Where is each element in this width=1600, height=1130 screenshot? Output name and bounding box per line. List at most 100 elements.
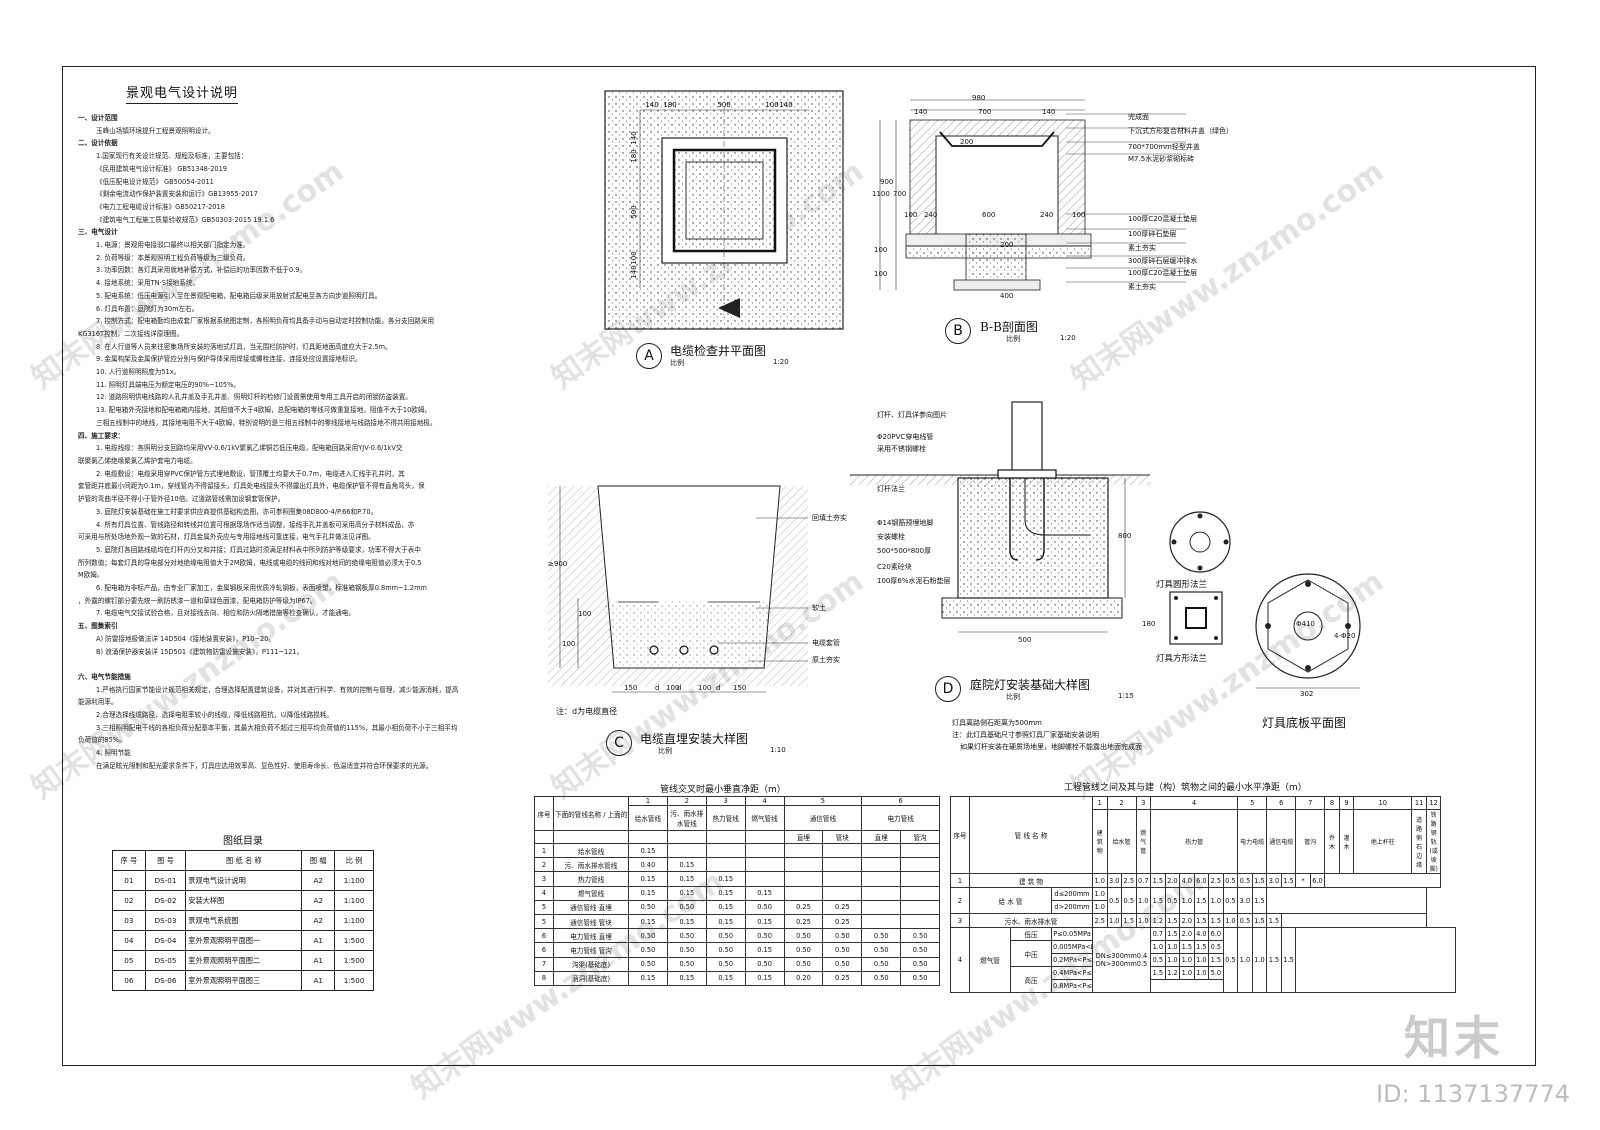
note-line: 护管的弯曲半径不得小于管外径10倍。过道路管线需加设钢套管保护。 [78, 495, 285, 504]
t1-cell [900, 899, 940, 915]
callout-label: d [677, 684, 682, 692]
note-line: 《剩余电流动作保护装置安装和运行》GB13955-2017 [96, 190, 258, 199]
t1-cell: 涵洞(基础底) [553, 970, 629, 986]
drawing-frame [62, 66, 1536, 1066]
t2-label: 给 水 管 [969, 887, 1052, 914]
t2-cell: 1.5 [1193, 913, 1210, 928]
drawing-c-title: 电缆直埋安装大样图 [640, 732, 749, 746]
callout-label: 200 [1000, 241, 1014, 249]
index-cell: 06 [112, 970, 146, 991]
t1-cell: 0.50 [628, 928, 668, 944]
index-cell: A1 [301, 970, 336, 991]
note-line: 能源利用率。 [78, 698, 118, 707]
t1-cell: 0.50 [861, 928, 902, 944]
note-line: 套管距井底最小间距为0.1m，穿线管内不得留接头，灯具处电线接头不得露出灯具外，… [78, 482, 425, 491]
t1-cell: 0.50 [705, 942, 746, 958]
base-plate-dim-bolt: 4-Φ20 [1334, 632, 1356, 640]
index-cell: DS-03 [144, 910, 187, 931]
index-cell: 1:100 [334, 890, 374, 911]
note-line: 2.合理选择线缆路径，选择电阻率较小的线缆，降低线路阻抗，以降低线路损耗。 [96, 711, 334, 720]
callout-label: 700 [978, 108, 992, 116]
note-line: 7. 控制方式：配电箱勤均由成套厂家根据系统图定制，各照明负荷均具备手动与自动定… [96, 317, 435, 326]
cable-conduit [649, 645, 659, 655]
t1-cell [861, 913, 902, 930]
t2-cell: 0.7 [1150, 927, 1166, 941]
callout-label: 采用不锈钢螺栓 [877, 445, 926, 453]
t1-cell: 0.25 [822, 913, 863, 930]
t1-cell [861, 899, 902, 915]
t2-cell: 2.0 [1164, 873, 1181, 888]
index-cell: 1:100 [334, 870, 374, 891]
t2-cell: 1.5 [1164, 927, 1181, 941]
note-line: 4. 照明节能 [96, 749, 131, 758]
lamp-pole [1011, 401, 1043, 475]
base-plate [1255, 573, 1361, 689]
base-plate-dim-hole: Φ410 [1296, 620, 1315, 628]
t2-head: 8 [1324, 796, 1340, 810]
t2-label: d>200mm [1051, 900, 1093, 914]
t1-cell: 0.50 [705, 956, 746, 972]
note-line: 五、图集索引 [78, 622, 118, 631]
callout-label: 100厚C20混凝土垫层 [1128, 269, 1198, 277]
t1-head: 污、雨水排水管线 [666, 805, 707, 831]
square-flange-label: 灯具方形法兰 [1156, 654, 1208, 664]
note-line: 1.国家现行有关设计规范、规程及标准，主要包括： [96, 152, 248, 161]
t1-cell: 0.25 [783, 913, 824, 930]
t1-cell: 0.50 [861, 970, 902, 986]
well-inner [685, 161, 764, 240]
note-line: M欧姆。 [78, 571, 104, 580]
t2-cell: 6.0 [1208, 927, 1224, 941]
t2-cell: 0.5 [1164, 887, 1181, 914]
t2-cell: 1.0 [1135, 887, 1152, 914]
t1-cell: 0.15 [744, 970, 785, 986]
base-plate-dim-width: 302 [1300, 690, 1314, 698]
t1-cell [783, 857, 824, 873]
t2-cell: 0.5 [1222, 887, 1239, 914]
note-line: 可采用与所处场地外观一致的石材，灯具金属外壳应与专用接地线可靠连接，电气手孔井做… [78, 533, 375, 542]
t2-cell: 0.5 [1150, 953, 1166, 967]
callout-label: 100 [562, 640, 576, 648]
note-line: 6. 灯具布置：庭院灯为30m左右。 [96, 304, 199, 313]
t2-label: 中压 [1010, 940, 1052, 967]
square-flange [1169, 591, 1223, 645]
callout-label: 400 [1000, 292, 1014, 300]
t2-cell: 2.5 [1092, 913, 1108, 928]
t2-cell: 2.5 [1121, 873, 1137, 888]
callout-label: 980 [972, 94, 986, 102]
t1-cell: 0.50 [783, 956, 824, 972]
t1-cell [861, 871, 902, 887]
t1-cell: 燃气管线 [553, 885, 629, 901]
note-line: 13. 配电箱外壳接地和配电箱箱内接地，其阻值不大于4欧姆，总配电箱的零线可做重… [96, 406, 432, 415]
t1-cell: 0.50 [861, 942, 902, 958]
callout-label: Φ20PVC穿电线管 [877, 433, 934, 441]
t2-side-note: DN≤300mm0.4 [1095, 952, 1148, 960]
callout-label: 900 [880, 178, 894, 186]
round-flange [1169, 511, 1231, 573]
t1-cell: 0.15 [628, 871, 668, 887]
index-cell: 室外景观照明平面图一 [185, 930, 303, 951]
callout-label: 电缆套管 [812, 639, 840, 647]
index-cell: 安装大样图 [185, 890, 303, 911]
t1-cell: 0.15 [705, 885, 746, 901]
t1-cell [783, 842, 824, 859]
t2-head: 3 [1135, 796, 1152, 810]
callout-label: 140 [914, 108, 928, 116]
t1-cell: 电力管线 管沟 [553, 942, 629, 958]
t1-head: 管块 [822, 830, 863, 844]
t1-cell [861, 857, 902, 873]
t1-cell [744, 857, 785, 873]
t1-cell: 7 [534, 956, 554, 972]
callout-label: ≥900 [548, 560, 568, 568]
t2-cell: 1.0 [1092, 887, 1108, 901]
t1-cell: 0.15 [705, 871, 746, 887]
t1-cell [822, 842, 863, 859]
dimension-text: 140 [779, 101, 792, 109]
callout-label: 700 [893, 190, 907, 198]
lamp-flange [997, 469, 1057, 479]
t1-cell: 0.25 [822, 899, 863, 915]
